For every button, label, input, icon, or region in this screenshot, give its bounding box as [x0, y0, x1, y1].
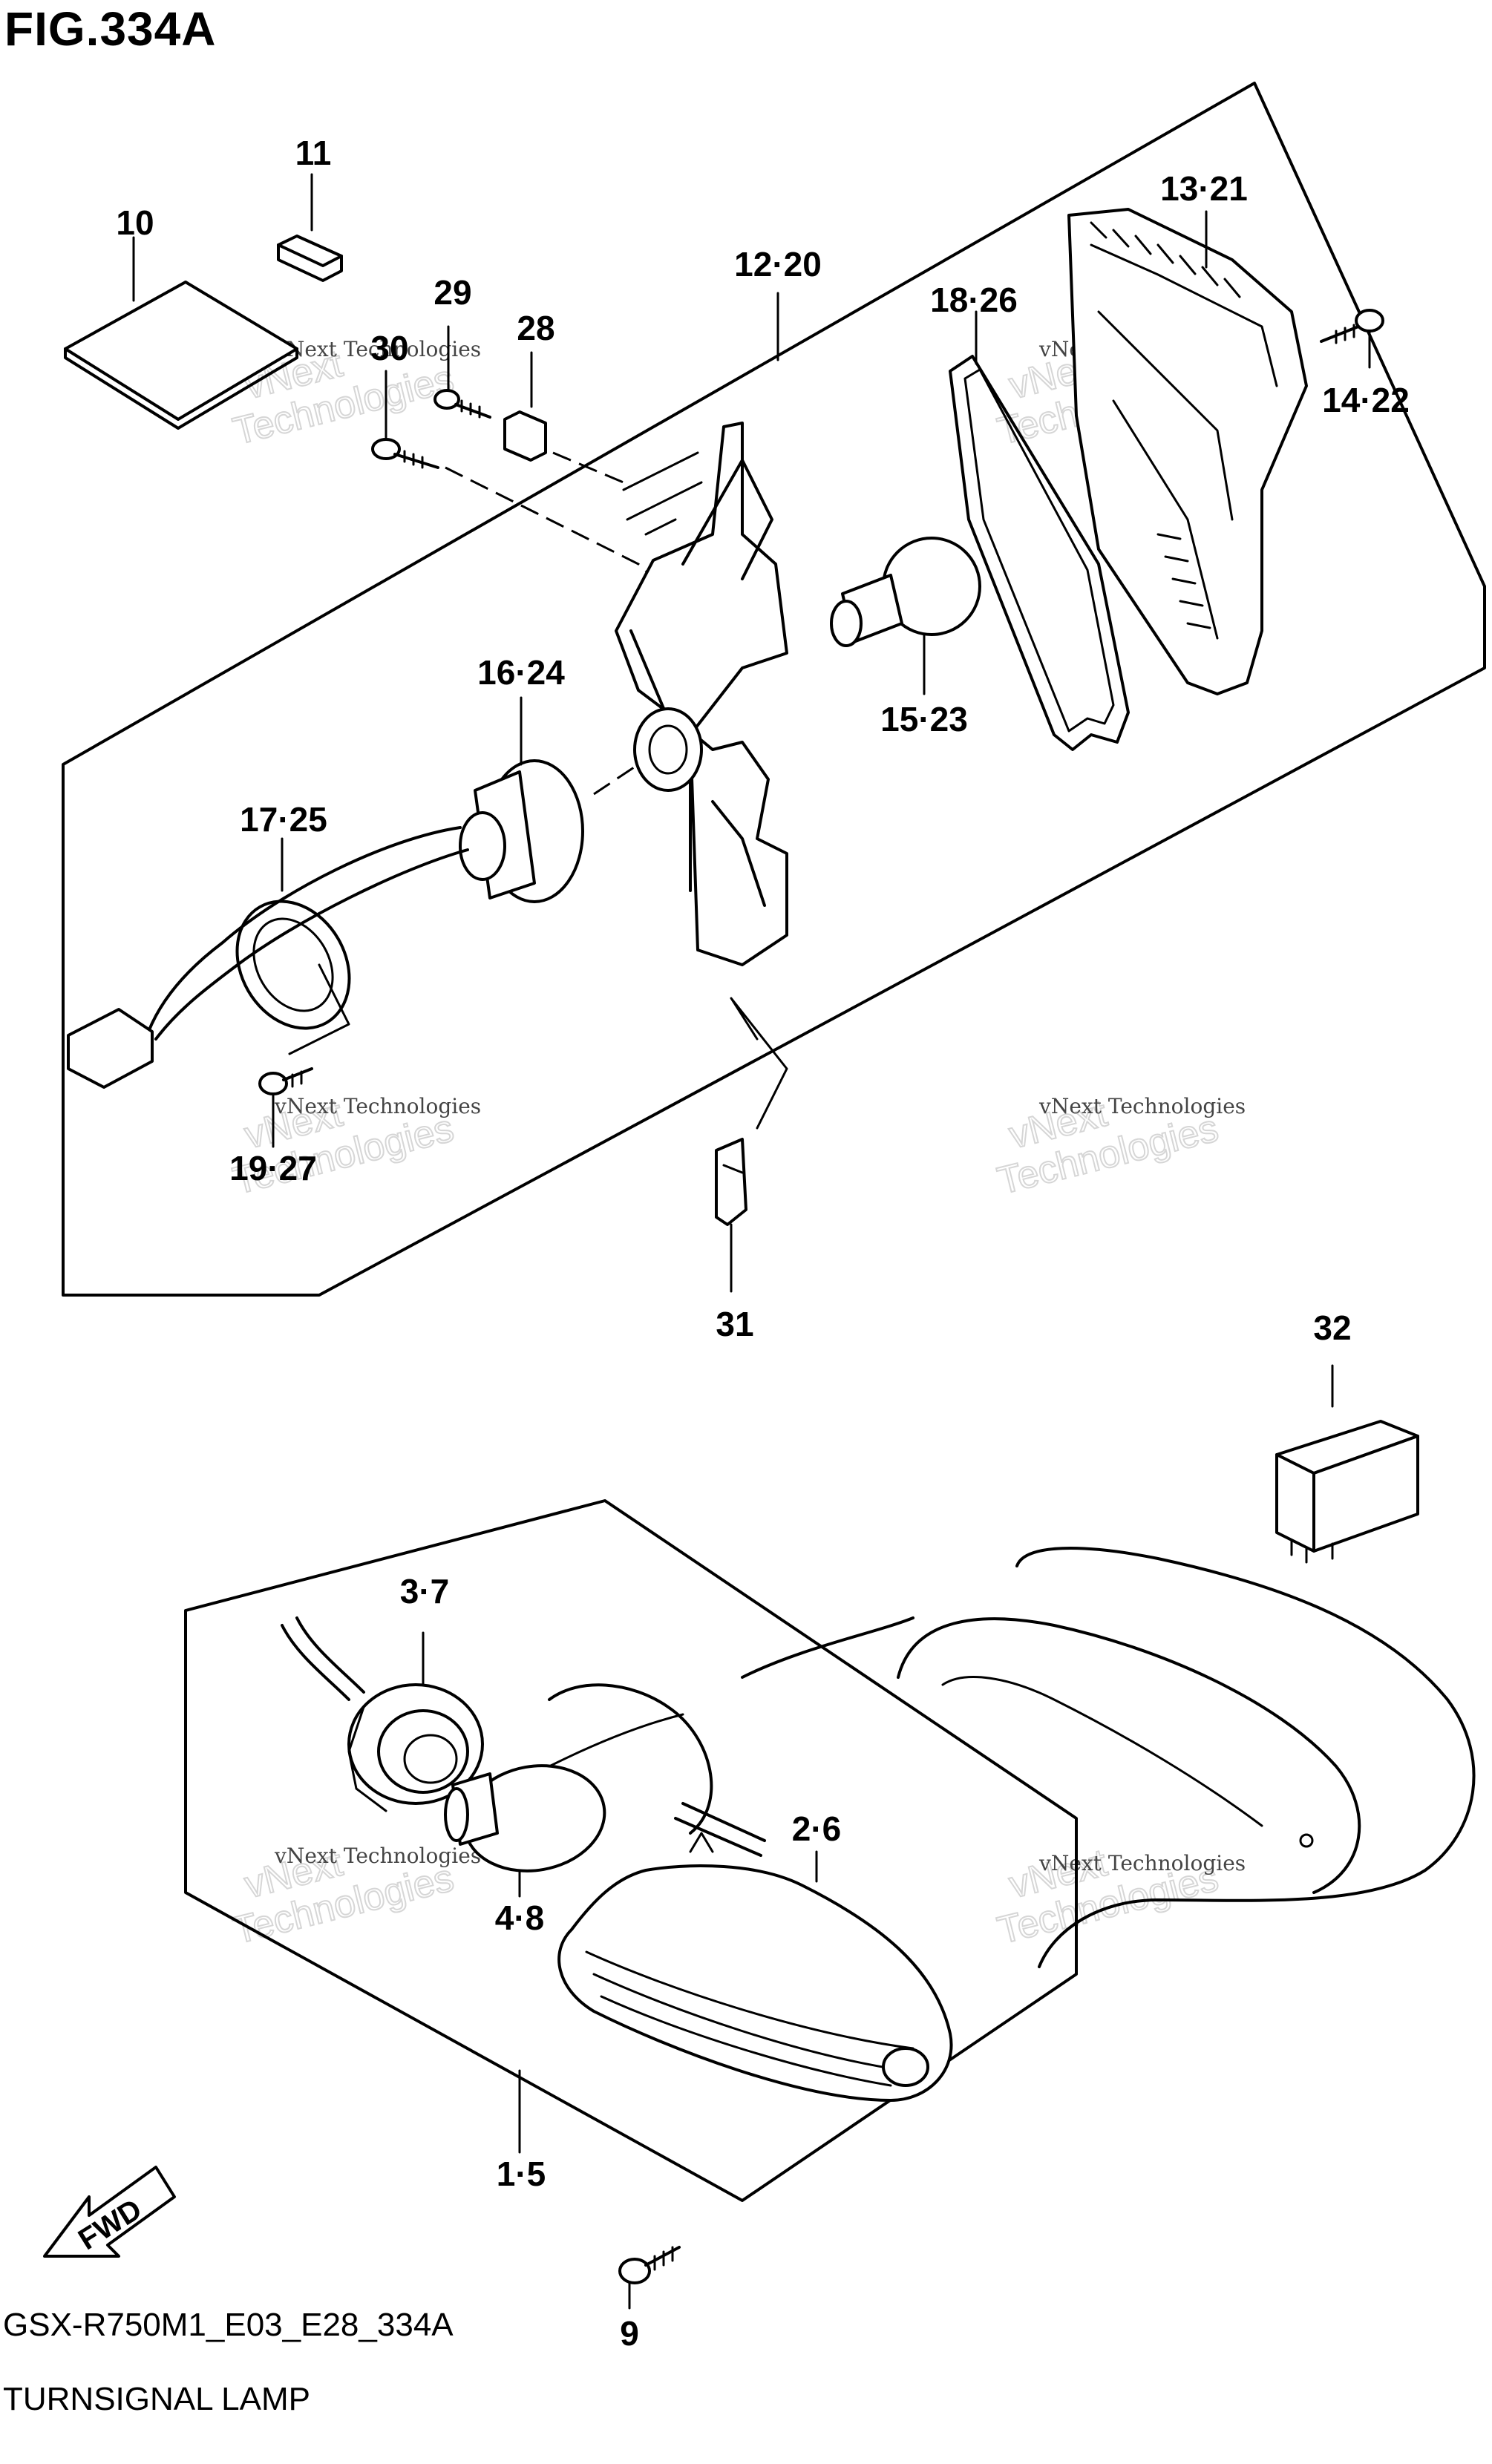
model-code: GSX-R750M1_E03_E28_334A [3, 2307, 454, 2343]
svg-text:vNext Technologies: vNext Technologies [274, 1844, 481, 1868]
part-31-clip [715, 997, 788, 1293]
part-12-20-bracket [615, 292, 788, 966]
callout-11: 11 [295, 134, 332, 172]
callout-9: 9 [620, 2314, 639, 2353]
section-name: TURNSIGNAL LAMP [3, 2381, 311, 2417]
callout-32: 32 [1313, 1308, 1351, 1347]
callout-2-6: 2·6 [792, 1809, 841, 1848]
part-30-screw [371, 370, 439, 469]
lower-assembly-frame [184, 1499, 1078, 2202]
svg-text:vNext Technologies: vNext Technologies [274, 1094, 481, 1118]
part-10-sheet [64, 236, 298, 430]
figure-title: FIG.334A [4, 2, 217, 56]
part-9-screw [618, 2246, 681, 2310]
callout-12-20: 12·20 [734, 245, 822, 284]
part-15-23-bulb [830, 537, 981, 695]
callout-18-26: 18·26 [930, 281, 1018, 319]
callout-1-5: 1·5 [497, 2155, 546, 2193]
part-17-25-wiring-harness [67, 826, 469, 1089]
part-14-22-screw [1320, 309, 1384, 369]
callout-10: 10 [116, 203, 154, 242]
part-4-8-bulb [444, 1713, 684, 1898]
mirror-housing [741, 1547, 1476, 1968]
callout-30: 30 [370, 329, 408, 367]
part-18-26-gasket [949, 310, 1130, 751]
callout-28: 28 [517, 309, 554, 347]
callout-labels: 10 11 29 30 28 12·20 18·26 13·21 14·22 1… [116, 134, 1409, 2353]
part-3-7-socket [281, 1616, 484, 1812]
assembly-dash-line [552, 451, 624, 484]
callout-4-8: 4·8 [495, 1898, 544, 1937]
callout-3-7: 3·7 [400, 1572, 449, 1611]
watermark: vNext Technologies [992, 1091, 1223, 1204]
svg-text:vNext Technologies: vNext Technologies [274, 337, 481, 361]
callout-29: 29 [433, 273, 471, 312]
part-2-6-lens [557, 1832, 953, 2102]
callout-15-23: 15·23 [880, 700, 968, 738]
callout-17-25: 17·25 [240, 800, 327, 839]
part-16-24-socket [459, 696, 584, 903]
upper-assembly-frame [62, 82, 1486, 1297]
assembly-dash-line [593, 763, 639, 796]
watermark: vNext Technologies [992, 1841, 1223, 1953]
bulb-shroud [548, 1683, 766, 1857]
callout-13-21: 13·21 [1160, 169, 1248, 208]
part-32-relay [1275, 1364, 1419, 1564]
callout-16-24: 16·24 [477, 653, 565, 692]
part-28-clip [503, 351, 547, 462]
part-29-screw [433, 325, 491, 419]
part-13-21-lens [1067, 208, 1308, 695]
part-19-27-screw [258, 963, 350, 1148]
callout-14-22: 14·22 [1322, 381, 1410, 419]
callout-19-27: 19·27 [229, 1149, 317, 1187]
fwd-arrow-icon: FWD [43, 2166, 176, 2258]
part-11-pad [277, 173, 343, 282]
callout-31: 31 [716, 1305, 753, 1343]
svg-text:vNext Technologies: vNext Technologies [1038, 1851, 1246, 1875]
svg-text:vNext Technologies: vNext Technologies [1038, 1094, 1246, 1118]
